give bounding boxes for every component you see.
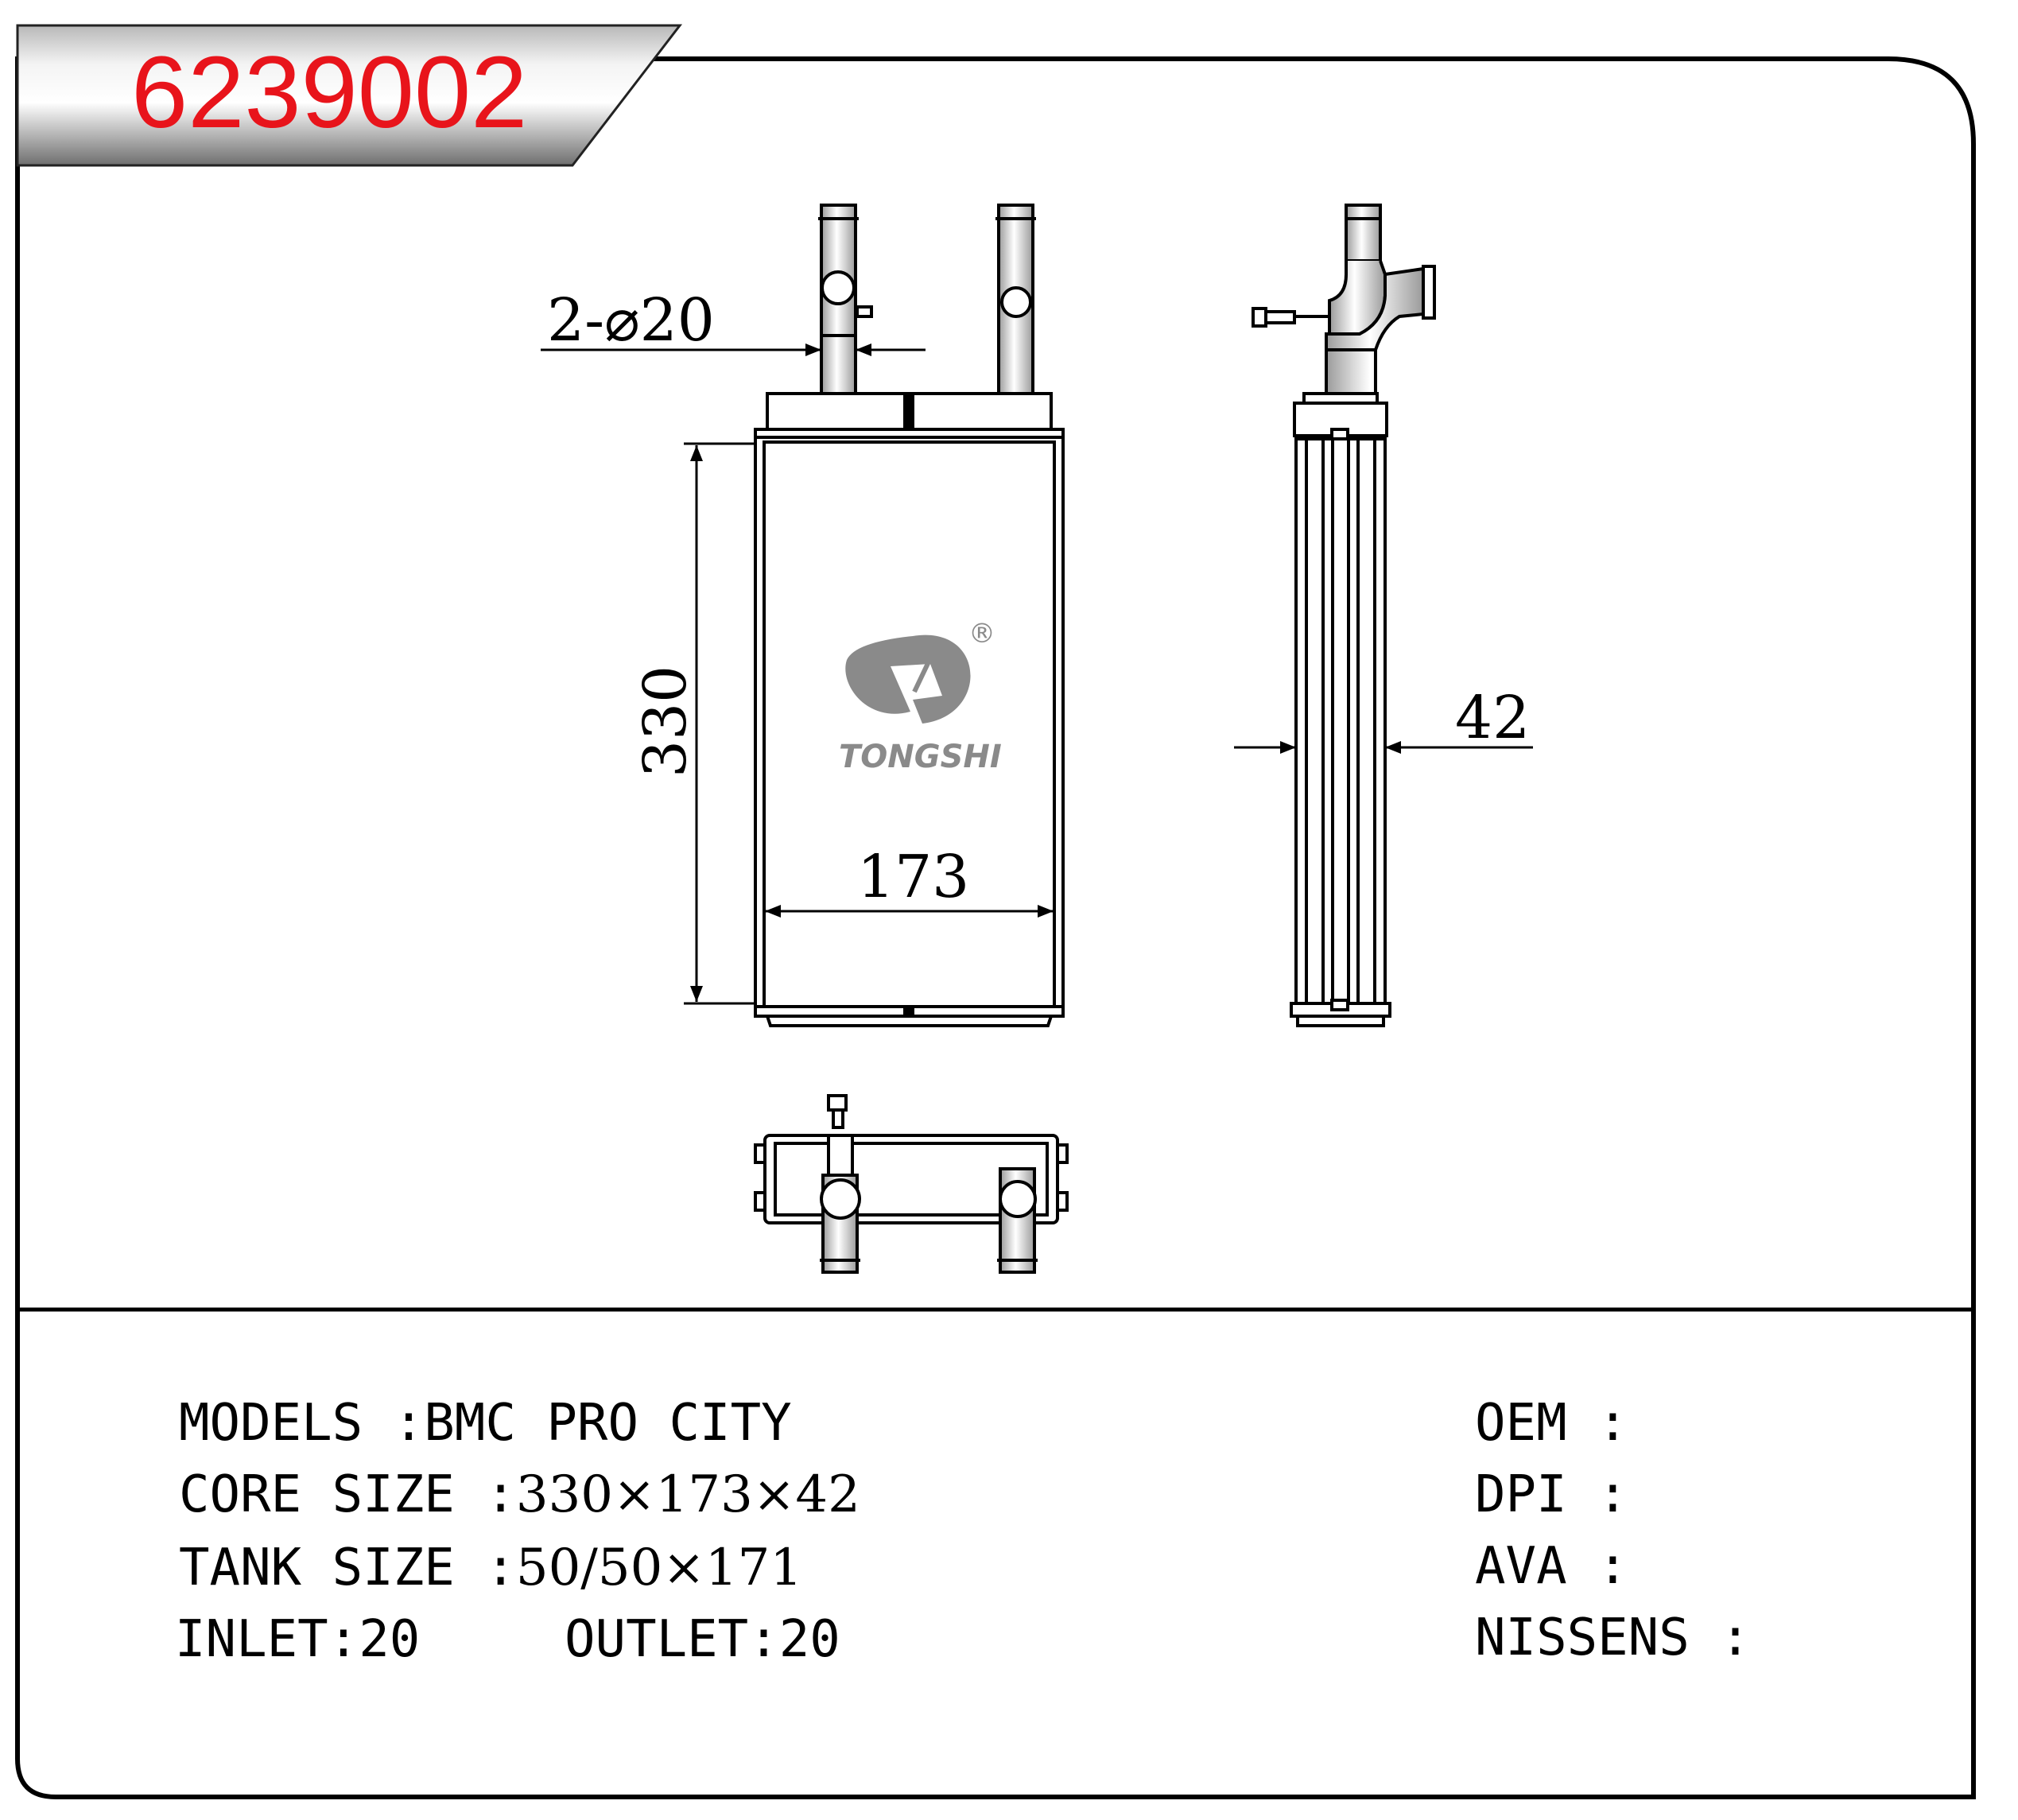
inlet-value: 20 (359, 1610, 421, 1669)
spec-tank-size: TANK SIZE :50/50×171 (179, 1543, 802, 1593)
ref-ava: AVA : (1475, 1541, 1628, 1592)
outlet-separator: : (748, 1610, 779, 1669)
dpi-separator: : (1566, 1465, 1628, 1524)
depth-dimension-label: 42 (1455, 684, 1530, 752)
inlet-flange (821, 270, 856, 305)
front-view (754, 204, 1065, 1027)
outlet-value: 20 (778, 1610, 840, 1669)
spec-core-size: CORE SIZE :330×173×42 (179, 1469, 860, 1520)
nissens-separator: : (1689, 1609, 1751, 1667)
part-number-banner: 6239002 (16, 24, 683, 167)
oem-separator: : (1566, 1394, 1628, 1453)
core (754, 436, 1065, 1013)
outlet-flange (1000, 286, 1032, 318)
tank-size-value: 50/50×171 (515, 1539, 803, 1597)
pipe-dimension-label: 2-⌀20 (547, 286, 715, 355)
spec-outlet: OUTLET:20 (565, 1614, 840, 1665)
spec-inlet: INLET:20 (175, 1614, 420, 1665)
models-separator: : (363, 1394, 425, 1453)
core-size-value: 330×173×42 (515, 1465, 860, 1524)
ref-dpi: DPI : (1475, 1469, 1628, 1520)
models-label: MODELS (179, 1394, 363, 1453)
oem-label: OEM (1475, 1394, 1567, 1453)
spec-models: MODELS :BMC PRO CITY (179, 1398, 792, 1449)
inlet-label: INLET (175, 1610, 328, 1669)
core-size-label: CORE SIZE (179, 1465, 455, 1524)
inlet-separator: : (328, 1610, 359, 1669)
nissens-label: NISSENS (1475, 1609, 1690, 1667)
ref-nissens: NISSENS : (1475, 1612, 1751, 1663)
logo-text: TONGSHI (839, 739, 1002, 775)
registered-mark: ® (968, 618, 995, 650)
core-size-separator: : (454, 1465, 516, 1524)
side-view (1252, 204, 1436, 1027)
ava-separator: : (1566, 1537, 1628, 1596)
tongshi-logo: ® TONGSHI (839, 618, 1002, 775)
part-number: 6239002 (131, 36, 527, 149)
ava-label: AVA (1475, 1537, 1567, 1596)
ref-oem: OEM : (1475, 1398, 1628, 1449)
height-dimension-label: 330 (631, 666, 700, 778)
width-dimension-label: 173 (857, 843, 969, 911)
sheet-border (15, 56, 1976, 1799)
height-dimension (684, 442, 755, 1005)
models-value: BMC PRO CITY (424, 1394, 792, 1453)
dpi-label: DPI (1475, 1465, 1567, 1524)
tank-size-separator: : (454, 1539, 516, 1597)
outlet-label: OUTLET (565, 1610, 749, 1669)
logo-emblem (845, 634, 971, 724)
tank-size-label: TANK SIZE (179, 1539, 455, 1597)
top-view (754, 1094, 1069, 1274)
side-core (1294, 437, 1387, 1007)
side-inlet-pipe (1345, 204, 1382, 262)
